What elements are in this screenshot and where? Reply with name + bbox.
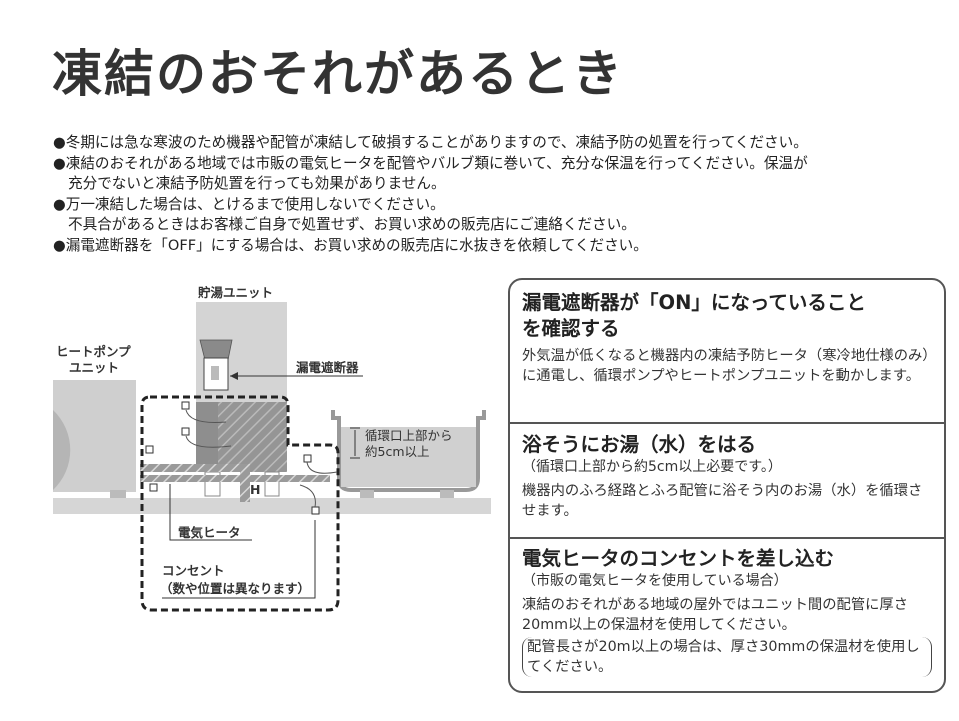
checklist-panel: 漏電遮断器が「ON」になっていることを確認する 外気温が低くなると機器内の凍結予… <box>508 278 946 693</box>
ground <box>53 498 491 514</box>
section-heading: 浴そうにお湯（水）をはる <box>522 433 757 456</box>
section-heading: 電気ヒータのコンセントを差し込む <box>522 547 835 570</box>
label-breaker: 漏電遮断器 <box>296 360 359 375</box>
caution-item: ●漏電遮断器を「OFF」にする場合は、お買い求めの販売店に水抜きを依頼してくださ… <box>53 236 648 254</box>
section-bath: 浴そうにお湯（水）をはる （循環口上部から約5cm以上必要です。） 機器内のふろ… <box>510 432 944 521</box>
label-outlet-2: （数や位置は異なります） <box>160 581 310 596</box>
section-sub: （市販の電気ヒータを使用している場合） <box>522 573 788 589</box>
caution-list: ●冬期には急な寒波のため機器や配管が凍結して破損することがありますので、凍結予防… <box>53 133 808 256</box>
caution-item: ●凍結のおそれがある地域では市販の電気ヒータを配管やバルブ類に巻いて、充分な保温… <box>53 154 808 172</box>
page-title: 凍結のおそれがあるとき <box>52 45 624 103</box>
section-breaker: 漏電遮断器が「ON」になっていることを確認する 外気温が低くなると機器内の凍結予… <box>510 290 944 386</box>
label-heat-pump-2: ユニット <box>69 360 119 375</box>
divider <box>510 422 944 424</box>
section-sub: （循環口上部から約5cm以上必要です。） <box>522 459 782 475</box>
section-note: 配管長さが20m以上の場合は、厚さ30mmの保温材を使用してください。 <box>522 637 932 677</box>
section-heater: 電気ヒータのコンセントを差し込む （市販の電気ヒータを使用している場合） 凍結の… <box>510 546 944 677</box>
label-heat-pump: ヒートポンプ <box>56 344 131 359</box>
label-storage-unit: 貯湯ユニット <box>198 285 273 300</box>
divider <box>510 537 944 539</box>
caution-item-cont: 充分でないと凍結予防処置を行っても効果がありません。 <box>68 175 446 192</box>
label-outlet: コンセント <box>162 563 225 578</box>
caution-item-cont: 不具合があるときはお客様ご自身で処置せず、お買い求めの販売店にご連絡ください。 <box>68 216 636 233</box>
label-heater: 電気ヒータ <box>178 525 241 540</box>
section-body: 機器内のふろ経路とふろ配管に浴そう内のお湯（水）を循環させます。 <box>522 483 923 519</box>
caution-item: ●冬期には急な寒波のため機器や配管が凍結して破損することがありますので、凍結予防… <box>53 134 808 151</box>
bathtub <box>331 410 486 492</box>
caution-item: ●万一凍結した場合は、とけるまで使用しないでください。 <box>53 195 445 213</box>
h-mark: H <box>250 482 260 497</box>
section-heading: 漏電遮断器が「ON」になっていることを確認する <box>522 291 866 340</box>
section-body: 凍結のおそれがある地域の屋外ではユニット間の配管に厚さ20mm以上の保温材を使用… <box>522 597 909 633</box>
label-inlet: 循環口上部から <box>365 428 453 443</box>
section-body: 外気温が低くなると機器内の凍結予防ヒータ（寒冷地仕様のみ）に通電し、循環ポンプや… <box>522 348 930 384</box>
heater-area-outline <box>140 395 340 612</box>
label-inlet-2: 約5cm以上 <box>365 444 430 459</box>
